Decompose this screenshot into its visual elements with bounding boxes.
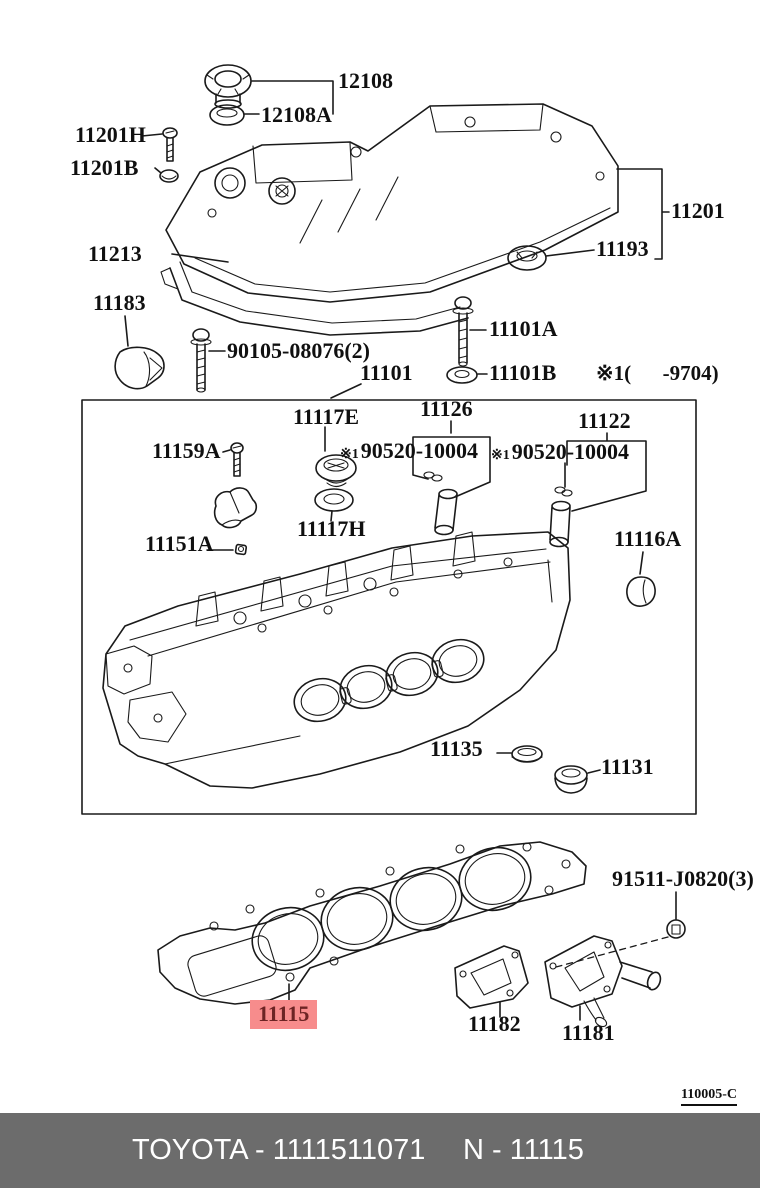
reference-mark: ※1 — [340, 447, 359, 462]
ring-11131-drawing — [554, 765, 588, 794]
leader-lines — [124, 80, 677, 1021]
part-label-11201b[interactable]: 11201B — [70, 155, 139, 180]
parts-box-frame — [81, 399, 697, 815]
cover-gasket-drawing — [160, 261, 469, 336]
part-label-11201[interactable]: 11201 — [671, 198, 725, 223]
part-label-11131[interactable]: 11131 — [601, 754, 654, 779]
oil-cap-drawing — [204, 64, 252, 109]
part-label-11151a[interactable]: 11151A — [145, 531, 214, 556]
figure-code: 110005-C — [681, 1087, 737, 1106]
part-label-11135[interactable]: 11135 — [430, 736, 483, 761]
head-bolt-11101a-drawing — [452, 296, 474, 367]
gasket-11182-drawing — [454, 945, 529, 1009]
part-label-91511[interactable]: 91511-J0820(3) — [612, 866, 754, 891]
grommet-drawing — [159, 169, 179, 183]
footer-bar: TOYOTA - 1111511071 N - 11115 — [0, 1113, 760, 1188]
part-label-11181[interactable]: 11181 — [562, 1020, 615, 1045]
camshaft-seal-11193-drawing — [507, 245, 547, 271]
rocker-support-drawing — [213, 487, 258, 529]
part-label-11101[interactable]: 11101 — [360, 360, 413, 385]
part-label-90520-2[interactable]: ※190520-10004 — [491, 441, 629, 463]
part-label-11116a[interactable]: 11116A — [614, 526, 682, 551]
bolt-11159a-drawing — [230, 442, 244, 477]
cylinder-head-drawing — [102, 531, 571, 789]
part-label-11201h[interactable]: 11201H — [75, 122, 146, 147]
part-label-12108[interactable]: 12108 — [338, 68, 393, 93]
head-bolt-90105-drawing — [190, 328, 212, 393]
part-label-11117h[interactable]: 11117H — [297, 516, 366, 541]
part-label-11101a[interactable]: 11101A — [489, 316, 558, 341]
part-label-11117e[interactable]: 11117E — [293, 404, 360, 429]
washer-11101b-drawing — [446, 366, 478, 384]
plug-tube-gasket-drawing — [315, 454, 357, 488]
mount-cushion-drawing — [114, 346, 165, 390]
bolt-91511-drawing — [666, 919, 686, 939]
footer-part-number: N - 11115 — [463, 1134, 584, 1166]
cover-bolt-drawing — [162, 127, 178, 162]
applicability-note: ※1( -9704) — [596, 361, 719, 385]
washer-11117h-drawing — [314, 488, 354, 512]
part-label-11115-highlighted[interactable]: 11115 — [250, 1000, 318, 1029]
part-number: 90520-10004 — [511, 439, 630, 464]
part-label-12108a[interactable]: 12108A — [261, 102, 332, 127]
part-label-90520-1[interactable]: ※190520-10004 — [340, 440, 478, 462]
part-label-11101b[interactable]: 11101B — [489, 360, 557, 385]
valve-cover-drawing — [165, 103, 619, 303]
part-label-11213[interactable]: 11213 — [88, 241, 142, 266]
footer-catalog-number: TOYOTA - 1111511071 — [132, 1134, 426, 1166]
part-label-11122[interactable]: 11122 — [578, 408, 631, 433]
valve-guide-1-drawing — [423, 471, 458, 536]
part-label-11182[interactable]: 11182 — [468, 1011, 521, 1036]
part-label-11126[interactable]: 11126 — [420, 396, 473, 421]
seal-11135-drawing — [511, 745, 543, 763]
part-number: 90520-10004 — [360, 438, 479, 463]
valve-guide-2-drawing — [549, 486, 573, 548]
part-label-11193[interactable]: 11193 — [596, 236, 649, 261]
reference-mark: ※1 — [491, 448, 510, 463]
part-label-90105[interactable]: 90105-08076(2) — [227, 338, 370, 363]
part-label-11159a[interactable]: 11159A — [152, 438, 221, 463]
cap-gasket-drawing — [209, 104, 245, 126]
head-gasket-drawing — [157, 841, 587, 1005]
plug-11116a-drawing — [626, 576, 656, 607]
water-outlet-11181-drawing — [544, 935, 662, 1028]
clip-11151a-drawing — [234, 543, 248, 556]
part-label-11183[interactable]: 11183 — [93, 290, 146, 315]
